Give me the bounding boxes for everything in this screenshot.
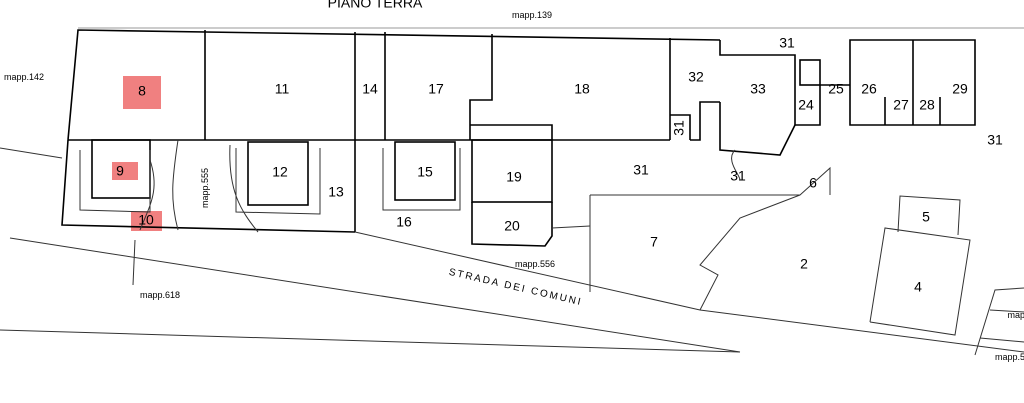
unit-6[interactable]: 6 bbox=[809, 175, 817, 191]
unit-26[interactable]: 26 bbox=[861, 81, 877, 97]
unit-4[interactable]: 4 bbox=[914, 279, 922, 295]
unit-8[interactable]: 8 bbox=[138, 83, 146, 99]
highlight-unit-10 bbox=[131, 211, 162, 231]
unit-18[interactable]: 18 bbox=[574, 81, 590, 97]
unit-10[interactable]: 10 bbox=[138, 212, 154, 228]
unit-19[interactable]: 19 bbox=[506, 169, 522, 185]
parcel-label-618: mapp.618 bbox=[140, 290, 180, 300]
parcel-label-139: mapp.139 bbox=[512, 10, 552, 20]
unit-32[interactable]: 32 bbox=[688, 69, 704, 85]
unit-11[interactable]: 11 bbox=[275, 81, 290, 97]
unit-9[interactable]: 9 bbox=[116, 163, 124, 179]
unit-12[interactable]: 12 bbox=[272, 164, 288, 180]
unit-16[interactable]: 16 bbox=[396, 214, 412, 230]
unit-25[interactable]: 25 bbox=[828, 81, 844, 97]
parcel-label-556: mapp.556 bbox=[515, 259, 555, 269]
unit-15[interactable]: 15 bbox=[417, 164, 433, 180]
unit-labels: 8 9 10 11 12 13 14 15 16 17 18 19 20 32 … bbox=[116, 35, 1003, 295]
parcel-label-right-2: mapp.5 bbox=[995, 352, 1024, 362]
unit-24[interactable]: 24 bbox=[798, 97, 814, 113]
unit-31-top[interactable]: 31 bbox=[779, 35, 795, 51]
unit-5[interactable]: 5 bbox=[922, 209, 930, 225]
unit-28[interactable]: 28 bbox=[919, 97, 935, 113]
highlight-unit-8 bbox=[123, 76, 161, 109]
parcel-label-right-1: mapp. bbox=[1007, 310, 1024, 320]
unit-17[interactable]: 17 bbox=[428, 81, 444, 97]
unit-31-small[interactable]: 31 bbox=[671, 120, 687, 136]
unit-29[interactable]: 29 bbox=[952, 81, 968, 97]
plan-title: PIANO TERRA bbox=[328, 0, 423, 11]
parcel-lines bbox=[0, 147, 1024, 356]
unit-14[interactable]: 14 bbox=[362, 81, 378, 97]
parcel-label-555: mapp.555 bbox=[200, 168, 210, 208]
unit-13[interactable]: 13 bbox=[328, 184, 344, 200]
unit-31-stair[interactable]: 31 bbox=[730, 168, 746, 184]
unit-33[interactable]: 33 bbox=[750, 81, 766, 97]
unit-31-mid[interactable]: 31 bbox=[633, 162, 649, 178]
road-label: STRADA DEI COMUNI bbox=[448, 267, 584, 308]
highlight-unit-9 bbox=[112, 162, 138, 180]
building-walls bbox=[61, 29, 976, 247]
unit-31-right[interactable]: 31 bbox=[987, 132, 1003, 148]
unit-7[interactable]: 7 bbox=[650, 234, 658, 250]
unit-27[interactable]: 27 bbox=[893, 97, 909, 113]
unit-2[interactable]: 2 bbox=[800, 256, 808, 272]
parcel-label-142: mapp.142 bbox=[4, 72, 44, 82]
unit-20[interactable]: 20 bbox=[504, 218, 520, 234]
